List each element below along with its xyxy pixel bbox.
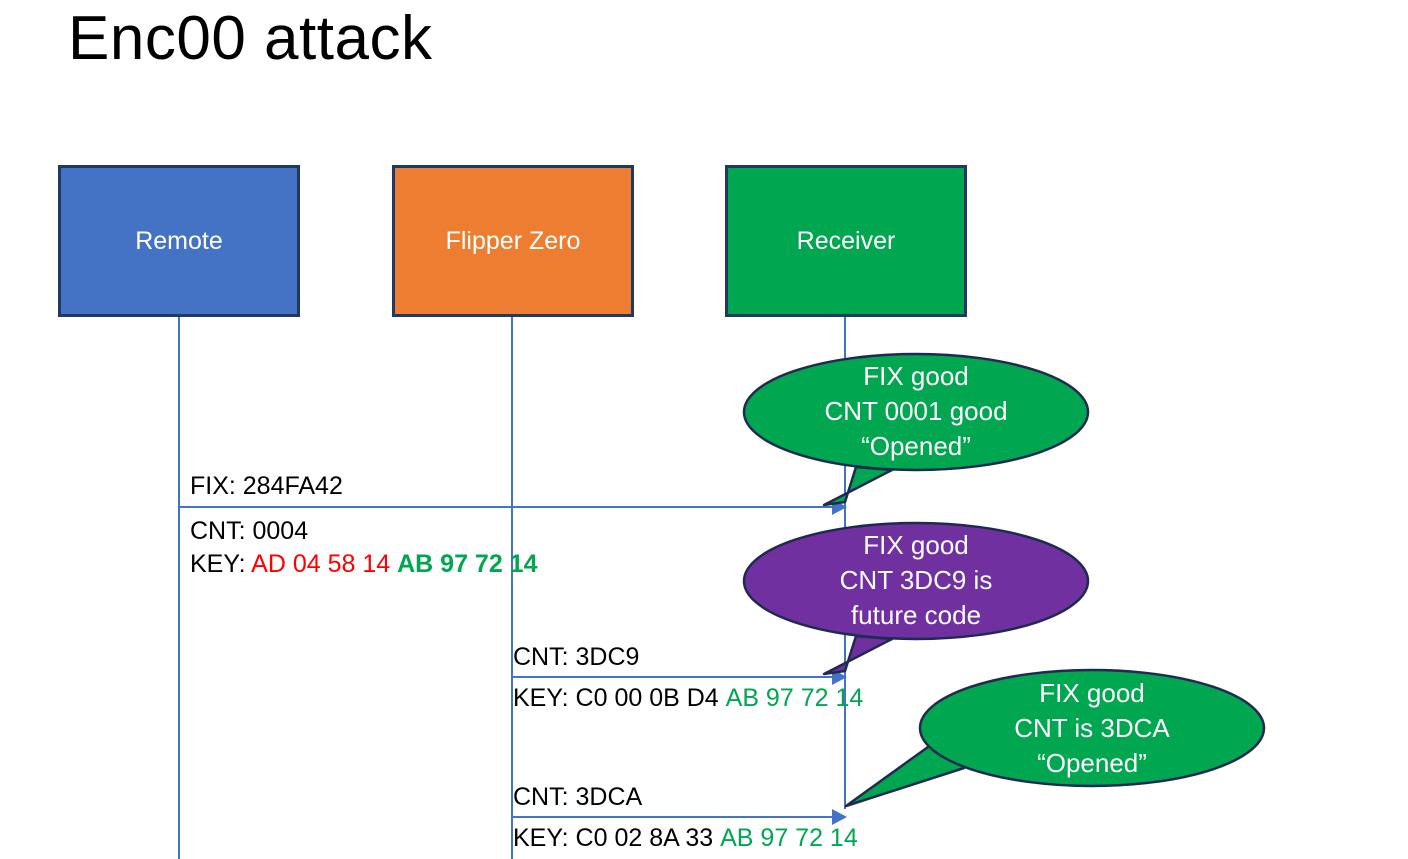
callout-bubble-3[interactable]: FIX good CNT is 3DCA “Opened”: [844, 660, 1266, 825]
message-1-fix-label: FIX: 284FA42: [190, 472, 343, 500]
message-2-cnt-label: CNT: 3DC9: [513, 643, 640, 671]
message-3-key-prefix: KEY:: [513, 824, 576, 852]
callout-3-shape: [844, 668, 1266, 808]
callout-bubble-1[interactable]: FIX good CNT 0001 good “Opened”: [742, 352, 1090, 512]
callout-2-shape: [742, 521, 1090, 676]
actor-label-remote: Remote: [135, 227, 223, 255]
actor-label-flipper: Flipper Zero: [445, 227, 581, 255]
actor-box-receiver[interactable]: Receiver: [725, 165, 967, 317]
lifeline-remote: [178, 317, 180, 859]
message-1-key-first: AD 04 58 14: [251, 550, 391, 578]
callout-1-shape: [742, 352, 1090, 507]
callout-2-ellipse: [742, 521, 1090, 641]
message-1-key-prefix: KEY:: [190, 550, 252, 578]
callout-bubble-2[interactable]: FIX good CNT 3DC9 is future code: [742, 521, 1090, 681]
message-3-arrow: [512, 809, 847, 825]
callout-1-ellipse: [742, 352, 1090, 472]
callout-3-ellipse: [918, 668, 1266, 788]
actor-label-receiver: Receiver: [796, 227, 896, 255]
callout-1-tail: [822, 465, 894, 507]
message-1-key-second: AB 97 72 14: [397, 550, 538, 578]
message-1-key-label: KEY: AD 04 58 14 AB 97 72 14: [190, 548, 538, 581]
lifeline-flipper: [511, 317, 513, 859]
message-2-key-prefix: KEY:: [513, 684, 576, 712]
message-3-key-second: AB 97 72 14: [720, 824, 858, 852]
message-3-cnt-label: CNT: 3DCA: [513, 783, 643, 811]
message-2-key-label: KEY: C0 00 0B D4 AB 97 72 14: [513, 682, 863, 715]
message-2-key-second: AB 97 72 14: [725, 684, 864, 712]
message-3-key-label: KEY: C0 02 8A 33 AB 97 72 14: [513, 822, 858, 855]
page-title: Enc00 attack: [68, 4, 433, 73]
message-3-key-first: C0 02 8A 33: [575, 824, 714, 852]
message-2-key-first: C0 00 0B D4: [575, 684, 719, 712]
message-1-cnt-label: CNT: 0004: [190, 517, 309, 545]
actor-box-remote[interactable]: Remote: [58, 165, 300, 317]
actor-box-flipper[interactable]: Flipper Zero: [392, 165, 634, 317]
